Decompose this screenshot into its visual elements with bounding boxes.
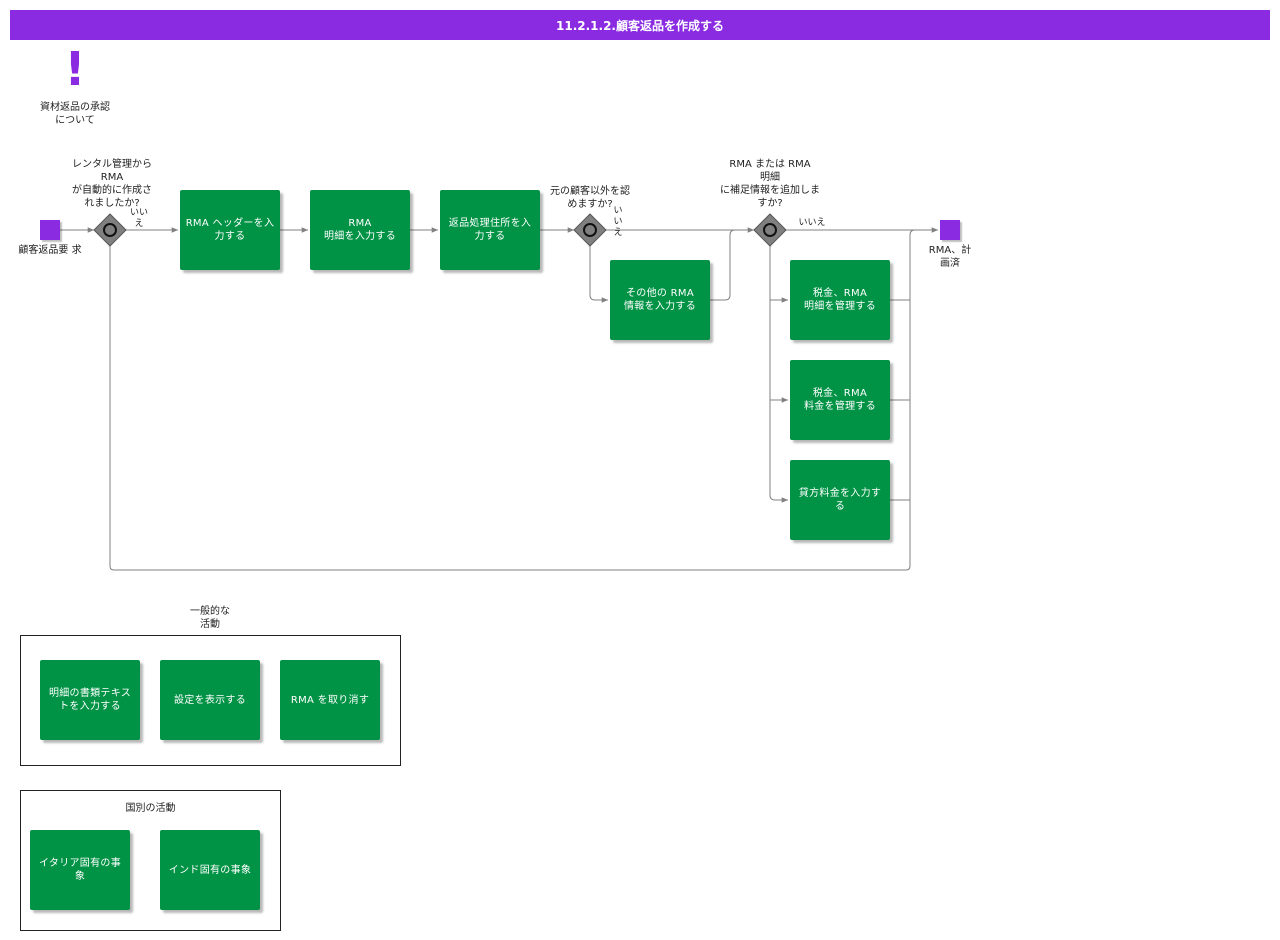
flow-label-no-1: いい え <box>129 208 148 229</box>
flow-g3-branch <box>769 246 788 503</box>
diagram-title: 11.2.1.2.顧客返品を作成する <box>10 10 1270 40</box>
start-event <box>40 220 60 240</box>
task-enter-line-document-text[interactable]: 明細の書類テキス トを入力する <box>40 660 140 740</box>
country-activities-group <box>20 790 281 931</box>
task-india-specific[interactable]: インド固有の事象 <box>160 830 260 910</box>
gateway-g3 <box>753 213 787 247</box>
flow-g2-to-t4 <box>589 246 608 303</box>
task-italy-specific[interactable]: イタリア固有の事 象 <box>30 830 130 910</box>
gateway-g2-label: 元の顧客以外を認 めますか? <box>550 186 630 210</box>
task-manage-rma-line-taxes[interactable]: 税金、RMA 明細を管理する <box>790 260 890 340</box>
task-manage-rma-charge-taxes[interactable]: 税金、RMA 料金を管理する <box>790 360 890 440</box>
task-cancel-rma[interactable]: RMA を取り消す <box>280 660 380 740</box>
end-event-label: RMA、計 画済 <box>928 245 972 269</box>
general-activities-title: 一般的な 活動 <box>190 606 230 630</box>
flow-merge-line <box>909 229 916 566</box>
gateway-g1 <box>93 213 127 247</box>
general-activities-group <box>20 635 401 766</box>
task-enter-rma-lines[interactable]: RMA 明細を入力する <box>310 190 410 270</box>
task-view-settings[interactable]: 設定を表示する <box>160 660 260 740</box>
task-enter-other-rma-info[interactable]: その他の RMA 情報を入力する <box>610 260 710 340</box>
country-activities-title: 国別の活動 <box>125 803 176 814</box>
flow-t4-to-g3 <box>710 229 736 301</box>
note-label: 資材返品の承認 について <box>40 102 110 126</box>
flow-label-no-2: い い え <box>613 206 623 238</box>
task-enter-rma-header[interactable]: RMA ヘッダーを入 力する <box>180 190 280 270</box>
flow-label-no-3: いいえ <box>798 218 826 228</box>
exclamation-icon: ! <box>64 42 86 96</box>
task-enter-credit-charges[interactable]: 貸方料金を入力す る <box>790 460 890 540</box>
start-event-label: 顧客返品要 求 <box>18 245 82 256</box>
end-event <box>940 220 960 240</box>
gateway-g1-label: レンタル管理から RMA が自動的に作成さ れましたか? <box>72 159 152 209</box>
gateway-g2 <box>573 213 607 247</box>
task-enter-return-address[interactable]: 返品処理住所を入 力する <box>440 190 540 270</box>
flow-g1-bypass <box>109 246 911 571</box>
gateway-g3-label: RMA または RMA 明細 に補足情報を追加しま すか? <box>720 159 820 209</box>
